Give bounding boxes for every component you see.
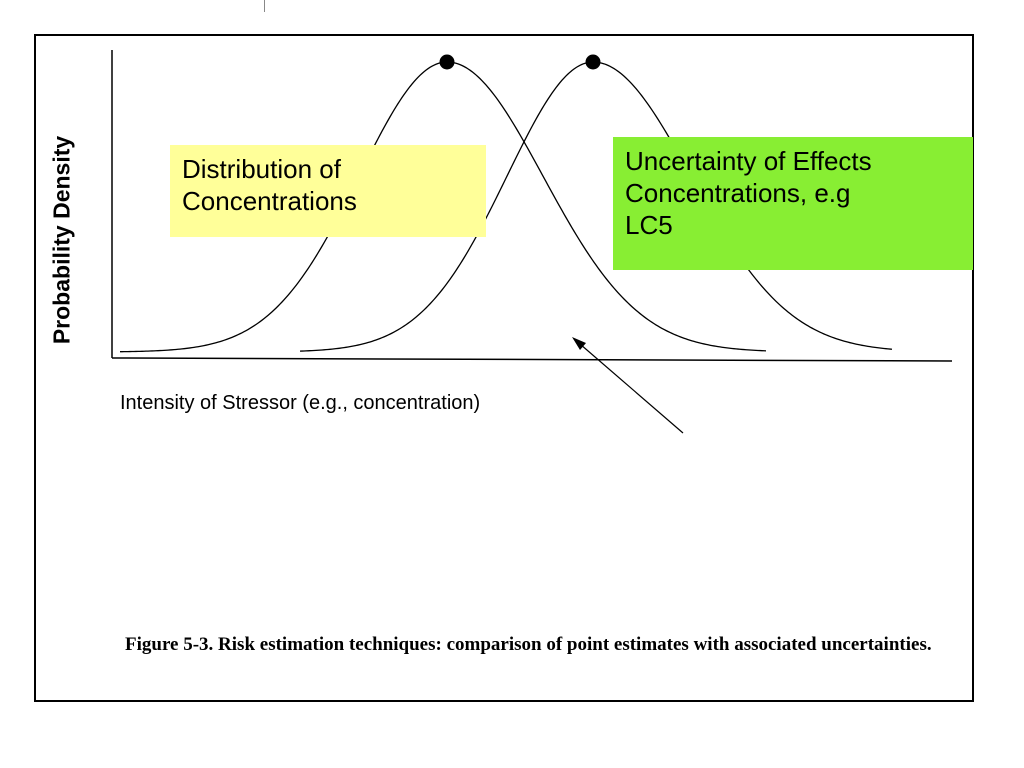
x-axis-line (111, 357, 953, 362)
figure-frame (34, 34, 974, 702)
figure-caption: Figure 5-3. Risk estimation techniques: … (125, 634, 932, 655)
overlap-arrow-head (572, 337, 586, 350)
distribution-label-box: Distribution of Concentrations (170, 145, 486, 237)
top-edge-tick (264, 0, 265, 12)
x-axis-label: Intensity of Stressor (e.g., concentrati… (120, 392, 481, 414)
distribution-label-line: Distribution of (182, 154, 341, 184)
distribution-peak-point (439, 54, 455, 70)
uncertainty-label-line: Concentrations, e.g (625, 178, 851, 208)
uncertainty-label-box: Uncertainty of Effects Concentrations, e… (613, 137, 973, 270)
uncertainty-label-line: Uncertainty of Effects (625, 146, 872, 176)
y-axis-label: Probability Density (48, 135, 75, 345)
overlap-arrow-line (579, 343, 684, 434)
uncertainty-label-line: LC5 (625, 210, 673, 240)
uncertainty-peak-point (585, 54, 601, 70)
distribution-label-line: Concentrations (182, 186, 357, 216)
